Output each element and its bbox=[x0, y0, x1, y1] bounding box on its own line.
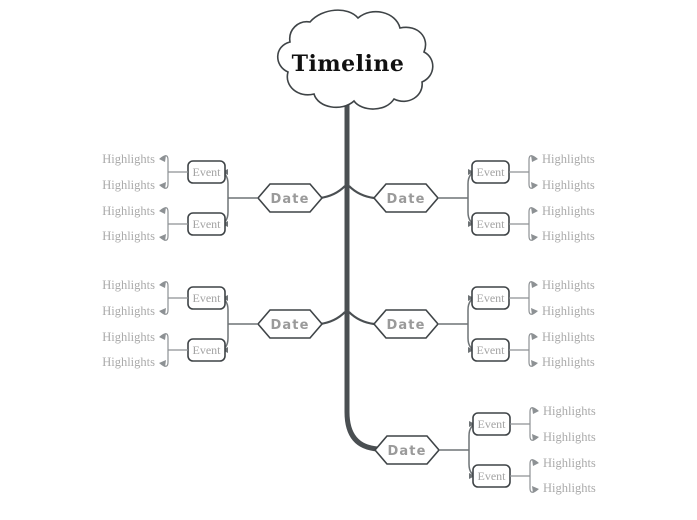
highlight-label: Highlights bbox=[102, 330, 155, 344]
arrowhead bbox=[159, 308, 166, 315]
arrowhead bbox=[469, 421, 475, 427]
event-label: Event bbox=[477, 291, 506, 305]
date-hexagon bbox=[256, 309, 324, 339]
event-label: Event bbox=[193, 217, 222, 231]
highlight-label: Highlights bbox=[543, 404, 596, 418]
arrowhead bbox=[531, 281, 538, 288]
highlight-label: Highlights bbox=[542, 178, 595, 192]
arrowhead bbox=[532, 459, 539, 466]
branch-left-1: Date Event Highlights Highlights bbox=[102, 152, 346, 243]
branch-right-3-date-node[interactable]: Date bbox=[373, 435, 441, 465]
branch-right-1-event-1[interactable]: Event bbox=[471, 160, 510, 184]
branch-right-3-event-1[interactable]: Event bbox=[472, 412, 511, 436]
branch-right-1-date-node[interactable]: Date bbox=[372, 183, 440, 213]
arrowhead bbox=[531, 234, 538, 241]
branch-right-2-stem bbox=[348, 311, 375, 326]
branch-left-1-date-node[interactable]: Date bbox=[256, 183, 324, 213]
highlight-label: Highlights bbox=[542, 330, 595, 344]
arrowhead bbox=[531, 333, 538, 340]
trunk-line bbox=[344, 92, 381, 452]
event-label: Event bbox=[193, 291, 222, 305]
branch-left-2-stem bbox=[319, 311, 346, 326]
arrowhead bbox=[159, 281, 166, 288]
arrowhead bbox=[531, 182, 538, 189]
branch-left-2: Date Event Highlights Highlights Event bbox=[102, 278, 346, 369]
branch-left-2-event-1[interactable]: Event bbox=[187, 286, 226, 310]
central-trunk-group bbox=[344, 92, 381, 452]
arrowhead bbox=[532, 486, 539, 493]
highlight-label: Highlights bbox=[542, 278, 595, 292]
event-label: Event bbox=[477, 343, 506, 357]
branch-right-2: Date Event Highlights Highlights Event bbox=[348, 278, 595, 369]
branch-right-2-date-node[interactable]: Date bbox=[372, 309, 440, 339]
highlight-label: Highlights bbox=[102, 229, 155, 243]
highlight-label: Highlights bbox=[102, 204, 155, 218]
branch-left-1-event-2[interactable]: Event bbox=[187, 212, 226, 236]
event-label: Event bbox=[193, 165, 222, 179]
date-label: Date bbox=[271, 318, 310, 333]
highlight-label: Highlights bbox=[102, 178, 155, 192]
branch-right-3: Date Event Highlights Highlights Event bbox=[373, 404, 596, 495]
date-label: Date bbox=[387, 192, 426, 207]
date-label: Date bbox=[387, 318, 426, 333]
branch-right-3-event-2[interactable]: Event bbox=[472, 464, 511, 488]
date-label: Date bbox=[388, 444, 427, 459]
event-label: Event bbox=[193, 343, 222, 357]
event-label: Event bbox=[478, 469, 507, 483]
highlight-label: Highlights bbox=[542, 204, 595, 218]
branch-right-1-stem bbox=[348, 185, 375, 200]
highlight-label: Highlights bbox=[543, 481, 596, 495]
branch-left-2-date-node[interactable]: Date bbox=[256, 309, 324, 339]
trunk-taper-mid bbox=[344, 312, 350, 322]
event-label: Event bbox=[477, 217, 506, 231]
arrowhead bbox=[532, 434, 539, 441]
arrowhead bbox=[159, 155, 166, 162]
branch-right-2-event-1[interactable]: Event bbox=[471, 286, 510, 310]
highlight-label: Highlights bbox=[542, 304, 595, 318]
arrowhead bbox=[468, 169, 474, 175]
arrowhead bbox=[531, 360, 538, 367]
highlight-label: Highlights bbox=[542, 152, 595, 166]
highlight-label: Highlights bbox=[102, 152, 155, 166]
arrowhead bbox=[468, 347, 474, 353]
highlight-label: Highlights bbox=[542, 229, 595, 243]
highlight-label: Highlights bbox=[102, 304, 155, 318]
arrowhead bbox=[159, 360, 166, 367]
trunk-taper-upper bbox=[344, 186, 350, 196]
branch-right-1: Date Event Highlights Highlights Event bbox=[348, 152, 595, 243]
arrowhead bbox=[468, 295, 474, 301]
branch-left-1-event-1[interactable]: Event bbox=[187, 160, 226, 184]
arrowhead bbox=[159, 234, 166, 241]
arrowhead bbox=[531, 308, 538, 315]
date-hexagon bbox=[256, 183, 324, 213]
highlight-label: Highlights bbox=[543, 456, 596, 470]
arrowhead bbox=[159, 207, 166, 214]
event-label: Event bbox=[477, 165, 506, 179]
arrowhead bbox=[469, 473, 475, 479]
arrowhead bbox=[532, 407, 539, 414]
highlight-label: Highlights bbox=[542, 355, 595, 369]
arrowhead bbox=[531, 155, 538, 162]
highlight-label: Highlights bbox=[102, 355, 155, 369]
arrowhead bbox=[159, 333, 166, 340]
branch-right-2-event-2[interactable]: Event bbox=[471, 338, 510, 362]
arrowhead bbox=[468, 221, 474, 227]
branch-left-2-event-2[interactable]: Event bbox=[187, 338, 226, 362]
event-label: Event bbox=[478, 417, 507, 431]
branch-right-1-event-2[interactable]: Event bbox=[471, 212, 510, 236]
root-node-cloud[interactable]: Timeline bbox=[276, 9, 434, 110]
cloud-shape bbox=[276, 9, 434, 110]
root-label: Timeline bbox=[292, 51, 405, 77]
branch-left-1-stem bbox=[319, 185, 346, 200]
arrowhead bbox=[159, 182, 166, 189]
date-label: Date bbox=[271, 192, 310, 207]
highlight-label: Highlights bbox=[543, 430, 596, 444]
arrowhead bbox=[531, 207, 538, 214]
highlight-label: Highlights bbox=[102, 278, 155, 292]
